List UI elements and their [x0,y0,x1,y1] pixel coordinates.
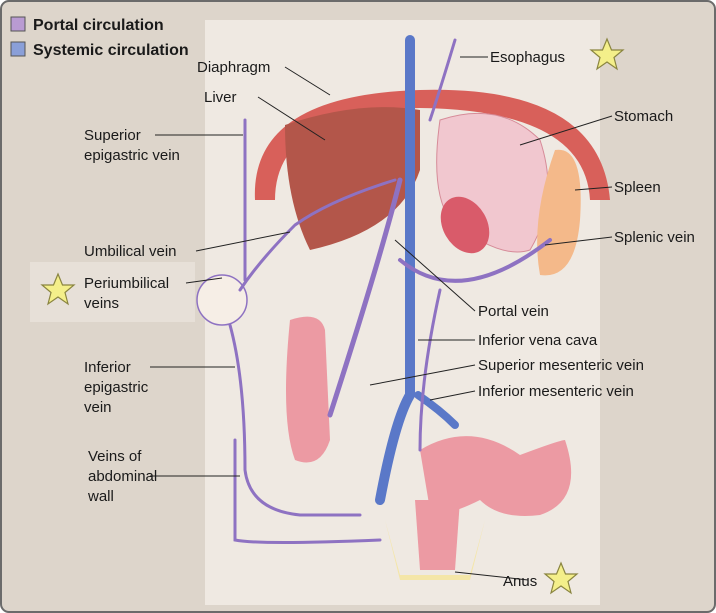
label-smv: Superior mesenteric vein [478,357,644,374]
label-esophagus: Esophagus [490,49,565,66]
label-abdominal-wall-2: abdominal [88,468,157,485]
label-stomach: Stomach [614,108,673,125]
umbilicus [196,274,248,326]
sigmoid-colon [420,436,572,516]
ascending-colon [286,316,330,463]
superior-mesenteric-vein [327,177,403,418]
umbilical-vein [238,178,397,292]
inferior-vena-cava [375,35,415,505]
portal-swatch [10,16,26,32]
stomach-cut [440,196,490,254]
label-portal-vein: Portal vein [478,303,549,320]
leader-lines [150,56,613,581]
rectum [415,500,460,570]
abdominal-wall-veins [233,438,382,544]
label-superior-epigastric-2: epigastric vein [84,147,180,164]
label-inferior-epigastric-2: epigastric [84,379,149,396]
splenic-vein [398,238,552,283]
inferior-epigastric-vein [228,323,362,517]
label-spleen: Spleen [614,179,661,196]
label-inferior-epigastric-3: vein [84,399,112,416]
label-abdominal-wall-1: Veins of [88,448,142,465]
legend-portal: Portal circulation [33,17,164,34]
label-inferior-epigastric-1: Inferior [84,359,131,376]
label-umbilical-vein: Umbilical vein [84,243,177,260]
label-periumbilical-1: Periumbilical [84,275,169,292]
label-ivc: Inferior vena cava [478,332,598,349]
label-superior-epigastric-1: Superior [84,127,141,144]
legend-systemic: Systemic circulation [33,42,189,59]
label-periumbilical-2: veins [84,295,119,312]
label-splenic-vein: Splenic vein [614,229,695,246]
liver [285,107,420,250]
systemic-swatch [10,41,26,57]
esophageal-veins [428,38,457,122]
label-diaphragm: Diaphragm [197,59,270,76]
label-anus: Anus [503,573,537,590]
label-liver: Liver [204,89,237,106]
label-imv: Inferior mesenteric vein [478,383,634,400]
label-abdominal-wall-3: wall [87,488,114,505]
